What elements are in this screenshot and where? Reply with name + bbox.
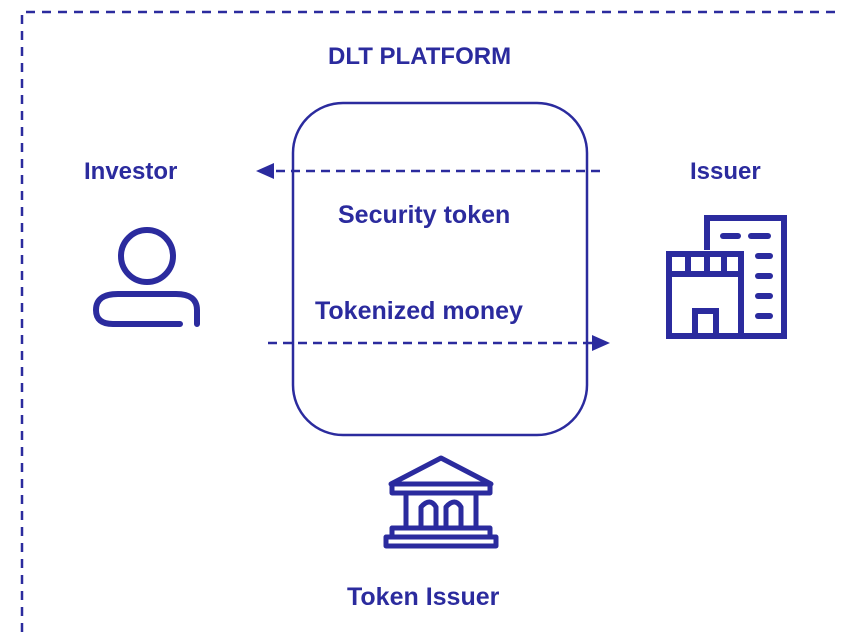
issuer-label: Issuer xyxy=(690,158,761,185)
security-token-arrowhead xyxy=(256,163,274,179)
platform-title: DLT PLATFORM xyxy=(328,43,512,70)
tokenized-money-arrowhead xyxy=(592,335,610,351)
security-token-label: Security token xyxy=(338,201,511,229)
person-icon xyxy=(93,227,200,327)
office-building-icon xyxy=(666,215,787,339)
platform-box xyxy=(291,101,589,437)
tokenized-money-label: Tokenized money xyxy=(315,297,523,325)
token-issuer-label: Token Issuer xyxy=(347,583,500,611)
investor-label: Investor xyxy=(84,158,178,185)
bank-building-icon xyxy=(383,455,499,549)
